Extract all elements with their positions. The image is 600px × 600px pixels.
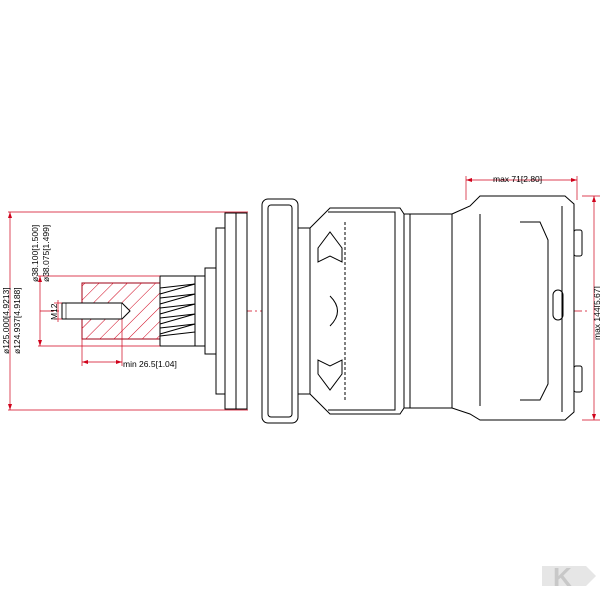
mounting-flange xyxy=(261,198,311,424)
brand-logo: K xyxy=(542,562,596,592)
end-cover xyxy=(451,195,583,421)
dim-body-height: max 144[5.67] xyxy=(592,286,600,340)
motor-housing xyxy=(309,207,453,415)
dim-outer-diameter-max: ø125.000[4.9213] xyxy=(1,287,11,354)
housing-boss-top xyxy=(317,231,343,263)
housing-center-notch xyxy=(329,295,338,327)
threaded-hole xyxy=(61,302,123,320)
dim-shaft-diameter-min: ø38.075[1.499] xyxy=(41,225,51,282)
output-shaft xyxy=(61,275,206,347)
dim-outer-diameter-min: ø124.937[4.9188] xyxy=(12,287,22,354)
dimension-arrows xyxy=(8,178,596,420)
logo-arrow-shape xyxy=(542,566,596,586)
mounting-pilot xyxy=(204,212,248,410)
dimension-lines xyxy=(8,176,600,421)
dim-thread: M12 xyxy=(49,303,59,320)
logo-letter: K xyxy=(553,562,572,592)
port-oval xyxy=(552,289,564,321)
cover-bolt-bottom xyxy=(573,365,583,393)
housing-boss-bottom xyxy=(317,359,343,391)
cover-bolt-top xyxy=(573,229,583,257)
dim-thread-depth: min 26.5[1.04] xyxy=(123,359,177,369)
dim-shaft-diameter-max: ø38.100[1.500] xyxy=(30,225,40,282)
dim-body-length: max 71[2.80] xyxy=(493,174,542,184)
